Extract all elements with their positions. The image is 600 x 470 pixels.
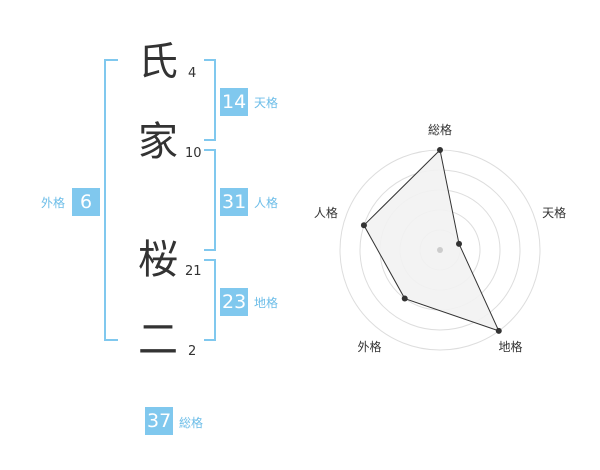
- radar-axis-label-1: 総格: [428, 122, 452, 137]
- chikaku-score-badge: 23: [220, 288, 249, 316]
- stroke-count-3: 21: [185, 264, 202, 279]
- radar-axis-label-4: 外格: [357, 339, 381, 354]
- soukaku-label: 総格: [179, 416, 204, 430]
- radar-axis-label-5: 人格: [314, 205, 338, 220]
- name-char-2: 家: [138, 119, 178, 165]
- gaikaku-bracket: [104, 59, 118, 341]
- tenkaku-score-badge: 14: [220, 88, 249, 116]
- name-char-4: 二: [138, 317, 178, 363]
- tenkaku-bracket: [204, 59, 216, 141]
- jinkaku-label: 人格: [254, 196, 279, 210]
- stroke-count-1: 4: [188, 66, 197, 81]
- gaikaku-label: 外格: [41, 196, 66, 210]
- stroke-count-2: 10: [185, 146, 202, 161]
- radar-point-1: [437, 147, 443, 153]
- jinkaku-bracket: [204, 149, 216, 251]
- radar-axis-label-2: 天格: [542, 205, 566, 220]
- radar-point-4: [401, 295, 408, 302]
- radar-series-area: [363, 148, 500, 332]
- radar-point-2: [456, 240, 463, 247]
- gaikaku-score-badge: 6: [72, 188, 100, 216]
- soukaku-score-badge: 37: [145, 407, 174, 435]
- name-char-1: 氏: [138, 39, 178, 85]
- tenkaku-label: 天格: [254, 96, 279, 110]
- radar-center-point: [437, 247, 443, 253]
- radar-point-3: [495, 327, 502, 334]
- chikaku-label: 地格: [254, 296, 279, 310]
- name-char-3: 桜: [138, 237, 178, 283]
- stroke-count-4: 2: [188, 344, 197, 359]
- jinkaku-score-badge: 31: [220, 188, 249, 216]
- chikaku-bracket: [204, 259, 216, 341]
- radar-axis-label-3: 地格: [499, 339, 523, 354]
- radar-point-5: [360, 222, 367, 229]
